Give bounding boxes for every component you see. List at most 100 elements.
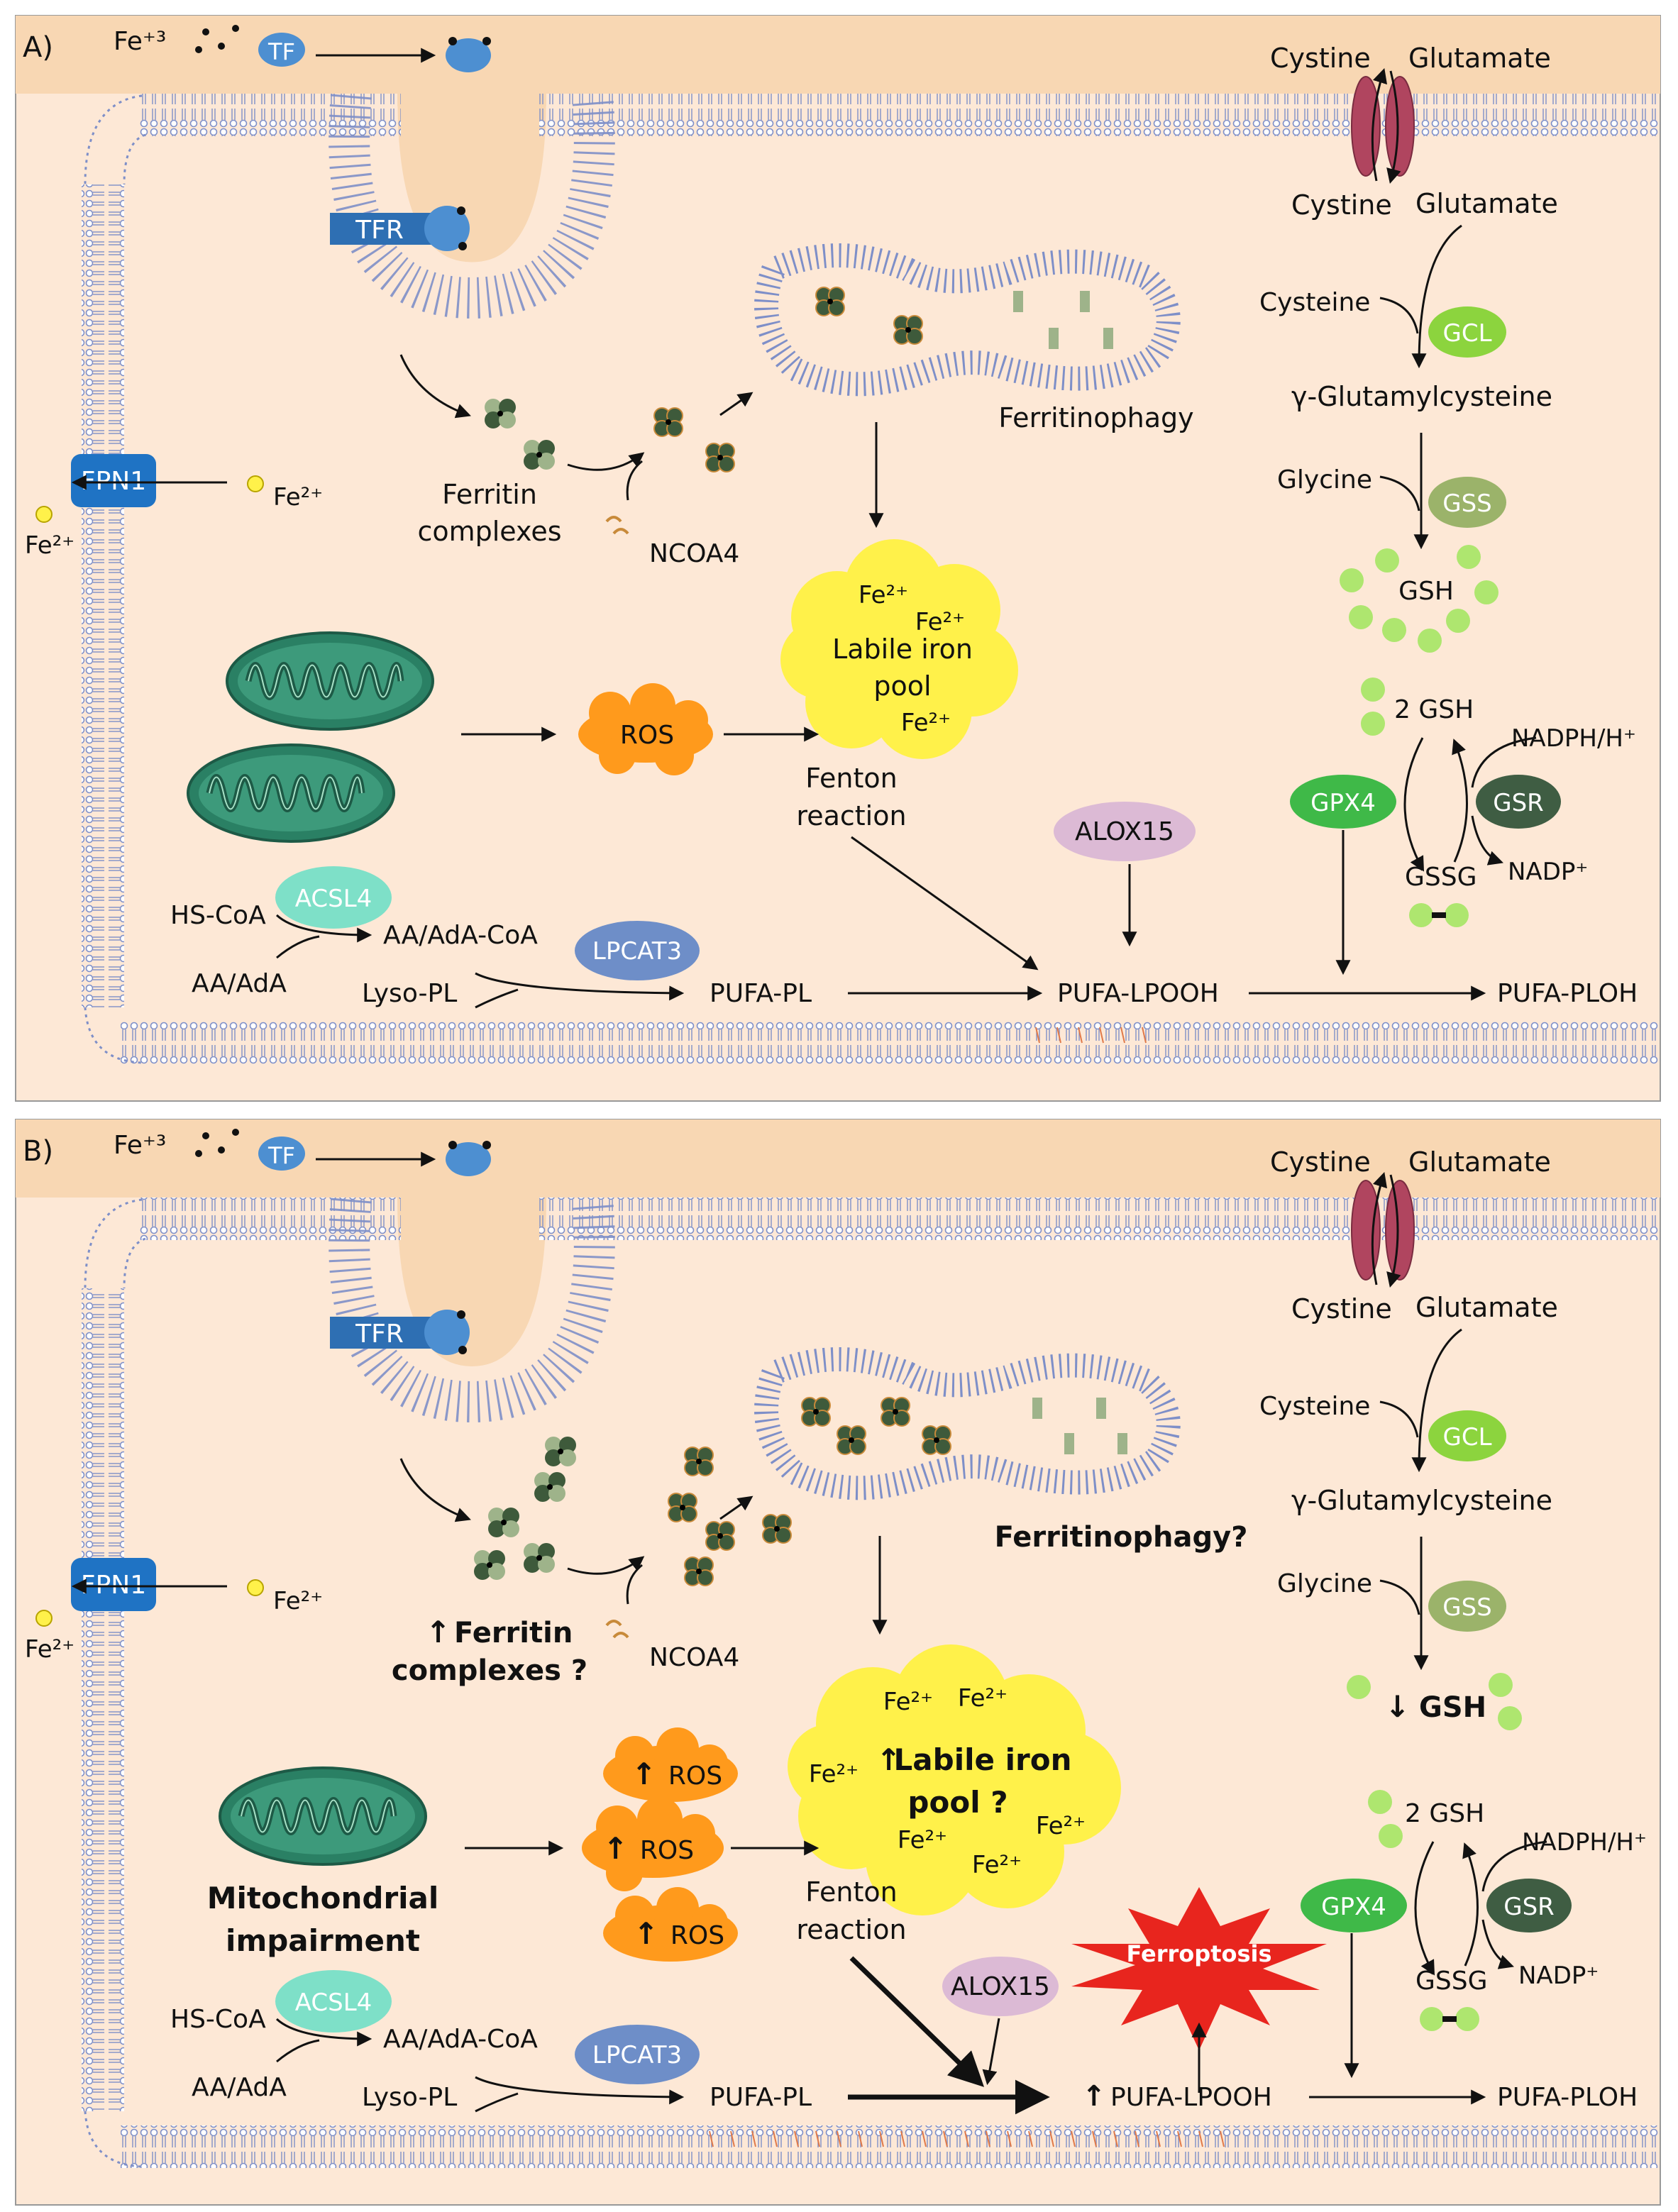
gssg-label: GSSG	[1405, 863, 1477, 892]
gsr-label: GSR	[1503, 1893, 1555, 1921]
fpn1-transporter	[71, 454, 156, 507]
two-gsh-label: 2 GSH	[1405, 1799, 1484, 1828]
pufa-ploh-label: PUFA-PLOH	[1497, 979, 1638, 1008]
pool-fe2-e: Fe²⁺	[1036, 1812, 1086, 1840]
mito-label-line2: impairment	[226, 1923, 420, 1958]
lyso-pl-label: Lyso-PL	[362, 979, 457, 1008]
aa-ada-label: AA/AdA	[192, 2073, 287, 2102]
fe3-dots	[195, 25, 239, 53]
autophagosome	[754, 243, 1181, 397]
ferritin-label-line1: Ferritin	[442, 479, 537, 510]
pool-label-line2: pool	[873, 670, 931, 702]
pufa-ploh-label: PUFA-PLOH	[1497, 2083, 1638, 2112]
alox15-label: ALOX15	[1075, 817, 1174, 846]
svg-text:↑: ↑	[1082, 2080, 1106, 2113]
pufa-pl-label: PUFA-PL	[710, 979, 812, 1008]
gamma-glutamylcysteine-label: γ-Glutamylcysteine	[1291, 1485, 1552, 1516]
gcl-label: GCL	[1442, 1423, 1491, 1451]
glutamate-in-label: Glutamate	[1415, 1292, 1558, 1323]
ncoa4-label: NCOA4	[649, 1643, 739, 1672]
gss-label: GSS	[1442, 490, 1492, 518]
lpcat3-label: LPCAT3	[592, 2041, 682, 2069]
fe2-exported: Fe²⁺	[25, 531, 74, 560]
gsh-molecules	[1347, 1673, 1522, 1730]
ros-label: ROS	[640, 1836, 694, 1865]
plasma-membrane-top	[539, 1198, 1660, 1240]
pufa-lpooh-label: PUFA-LPOOH	[1110, 2083, 1272, 2112]
lpcat3-enzyme	[575, 2025, 700, 2084]
ferroptosis-label: Ferroptosis	[1126, 1940, 1271, 1967]
plasma-membrane-left	[82, 1288, 124, 2111]
acsl4-label: ACSL4	[295, 885, 372, 913]
ferritinophagy-label: Ferritinophagy	[998, 402, 1193, 433]
ferritin-label-line2: complexes	[417, 516, 561, 547]
tfr-label: TFR	[355, 1320, 404, 1349]
transferrin	[258, 33, 305, 67]
glutamate-out-label: Glutamate	[1408, 43, 1551, 74]
gss-enzyme	[1428, 1581, 1506, 1632]
fe3-label: Fe⁺³	[114, 1131, 166, 1160]
cystine-in-label: Cystine	[1291, 1293, 1392, 1325]
gpx4-enzyme	[1290, 775, 1396, 829]
ros-label: ROS	[668, 1762, 722, 1791]
hscoa-label: HS-CoA	[170, 901, 266, 930]
decrease-arrow: ↓	[1385, 1689, 1410, 1724]
pool-fe2-f: Fe²⁺	[972, 1851, 1022, 1879]
increase-arrow: ↑	[426, 1615, 451, 1649]
panel-label: A)	[23, 31, 53, 64]
nadph-label: NADPH/H⁺	[1511, 724, 1636, 753]
plasma-membrane-bottom	[121, 1022, 1660, 1064]
pufa-lpooh-label: PUFA-LPOOH	[1057, 979, 1219, 1008]
pool-fe2-b: Fe²⁺	[958, 1684, 1008, 1713]
cysteine-label: Cysteine	[1259, 1392, 1370, 1421]
mito-label-line1: Mitochondrial	[207, 1881, 439, 1915]
mitochondrion	[227, 633, 433, 729]
glutamate-out-label: Glutamate	[1408, 1146, 1551, 1178]
aa-ada-coa-label: AA/AdA-CoA	[383, 921, 538, 950]
aa-ada-coa-label: AA/AdA-CoA	[383, 2025, 538, 2054]
fenton-label-line1: Fenton	[805, 1876, 897, 1908]
svg-text:↑: ↑	[634, 1916, 658, 1951]
labile-iron-pool	[780, 539, 1018, 759]
pool-fe2-c: Fe²⁺	[901, 709, 951, 737]
gpx4-enzyme	[1301, 1879, 1407, 1932]
nadph-label: NADPH/H⁺	[1522, 1828, 1647, 1857]
gpx4-label: GPX4	[1321, 1893, 1386, 1921]
pool-label-line2: pool ?	[907, 1785, 1008, 1820]
glycine-label: Glycine	[1277, 465, 1372, 494]
panel-b-background	[15, 1119, 1661, 2206]
lpcat3-enzyme	[575, 921, 700, 980]
nadp-label: NADP⁺	[1518, 1962, 1599, 1990]
fenton-label-line2: reaction	[796, 1914, 906, 1945]
impaired-mitochondrion	[220, 1768, 426, 1864]
pufa-pl-label: PUFA-PL	[710, 2083, 812, 2112]
nadp-label: NADP⁺	[1508, 858, 1588, 886]
gsr-enzyme	[1476, 775, 1561, 829]
gsh-label: GSH	[1398, 577, 1454, 606]
fe2-exported: Fe²⁺	[25, 1635, 74, 1664]
gsr-label: GSR	[1493, 789, 1544, 817]
acsl4-label: ACSL4	[295, 1989, 372, 2017]
glutamate-in-label: Glutamate	[1415, 188, 1558, 219]
pool-fe2-a: Fe²⁺	[859, 581, 908, 609]
ferritin-label-line2: complexes ?	[392, 1654, 587, 1687]
panel-a-background	[15, 15, 1661, 1102]
fe2-cytosol: Fe²⁺	[273, 483, 323, 511]
holo-transferrin	[446, 38, 491, 72]
pool-label-line1: Labile iron	[832, 634, 973, 665]
acsl4-enzyme	[275, 1970, 392, 2033]
aa-ada-label: AA/AdA	[192, 969, 287, 998]
ros-label: ROS	[620, 721, 674, 750]
svg-text:↑: ↑	[603, 1831, 628, 1866]
gcl-enzyme	[1428, 306, 1506, 358]
svg-text:↑: ↑	[631, 1757, 656, 1791]
alox15-label: ALOX15	[951, 1972, 1050, 2001]
holo-transferrin	[446, 1142, 491, 1176]
panel-b: B) Fe⁺³ TF TFR FPN1 Fe²⁺ Fe²⁺ ↑ Ferritin…	[15, 1119, 1661, 2206]
hscoa-label: HS-CoA	[170, 2005, 266, 2034]
pool-fe2-b: Fe²⁺	[915, 608, 965, 636]
ferroptosis-burst	[1071, 1887, 1327, 2050]
alox15-enzyme	[1054, 802, 1196, 861]
plasma-membrane-left	[82, 184, 124, 1007]
labile-iron-pool	[788, 1644, 1121, 1915]
